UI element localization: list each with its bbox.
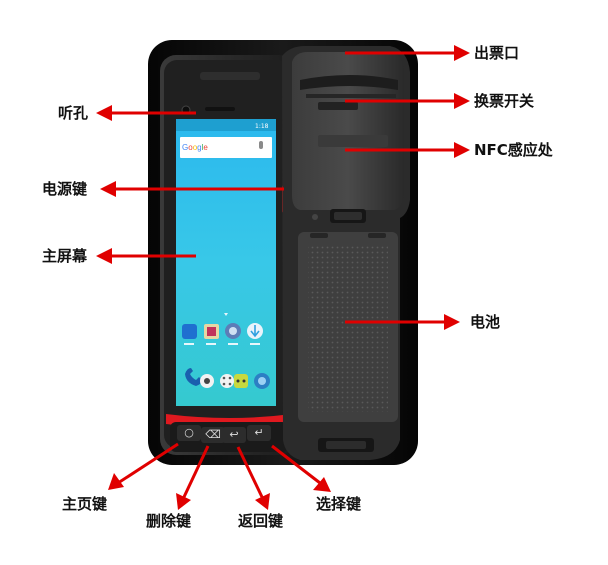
logo-letter: o [192, 143, 198, 152]
arrow-ticket-switch [345, 93, 470, 109]
label-back-key: 返回键 [238, 512, 284, 530]
enter-icon: ↵ [254, 426, 264, 439]
delete-key[interactable] [201, 427, 225, 443]
front-device [160, 55, 295, 455]
label-delete-key: 删除键 [146, 512, 192, 530]
back-arrow-icon: ↩ [229, 428, 239, 441]
mic-icon [259, 141, 263, 149]
arrow-delete-key [176, 445, 210, 510]
logo-letter: l [201, 143, 204, 152]
logo-letter: o [188, 143, 193, 152]
earpiece-slot [205, 107, 235, 111]
arrow-battery [345, 314, 460, 330]
back-key[interactable] [222, 427, 246, 443]
label-battery: 电池 [470, 313, 501, 331]
label-power-key: 电源键 [42, 180, 88, 198]
dock-app-icon-2 [234, 374, 248, 388]
arrow-home-key [108, 442, 179, 490]
select-key[interactable] [247, 425, 271, 441]
label-nfc-area: NFC感应处 [474, 141, 553, 159]
label-ticket-switch: 换票开关 [474, 92, 535, 110]
label-ticket-outlet: 出票口 [474, 44, 520, 62]
main-screen-display [176, 119, 276, 406]
callout-arrows [96, 45, 470, 510]
arrow-nfc-area [345, 142, 470, 158]
circle-icon: ○ [184, 426, 194, 439]
arrow-ticket-outlet [345, 45, 470, 61]
label-select-key: 选择键 [316, 495, 362, 513]
home-key[interactable] [177, 425, 201, 441]
search-bar [180, 137, 272, 158]
apps-drawer-icon [220, 374, 234, 388]
logo-letter: G [182, 143, 189, 152]
status-bar [176, 119, 276, 131]
arrow-back-key [236, 446, 270, 510]
printer-module [292, 52, 404, 210]
label-earpiece: 听孔 [58, 104, 89, 122]
search-logo: Google [182, 142, 222, 154]
phone-icon [185, 368, 202, 386]
nfc-zone [318, 135, 388, 147]
arrow-main-screen [96, 248, 196, 264]
label-home-key: 主页键 [62, 495, 108, 513]
app-icon-1 [182, 324, 197, 339]
logo-letter: e [203, 143, 208, 152]
delete-icon: ⌫ [205, 428, 221, 441]
logo-letter: g [197, 143, 202, 152]
arrow-select-key [271, 444, 331, 492]
label-main-screen: 主屏幕 [42, 247, 88, 265]
arrow-earpiece [96, 105, 196, 121]
ticket-outlet-slot [300, 75, 398, 90]
top-grille [200, 72, 260, 80]
rear-device [282, 46, 410, 460]
ticket-switch-button[interactable] [318, 102, 358, 110]
page-indicator-icon [224, 313, 228, 316]
status-time: 1:18 [255, 123, 269, 130]
arrow-power-key [100, 181, 284, 197]
